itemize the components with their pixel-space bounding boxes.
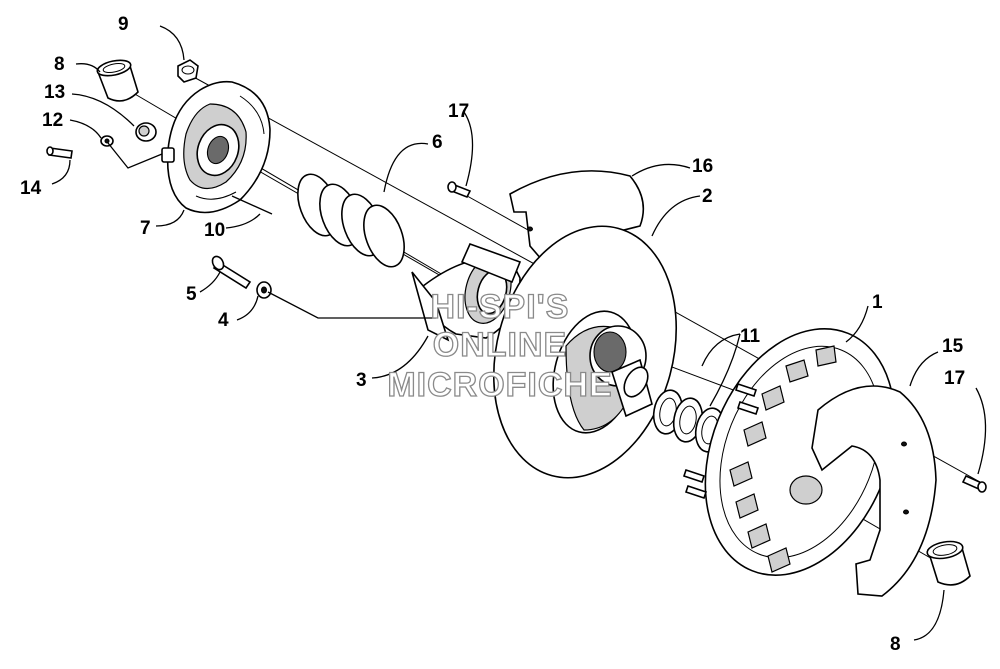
watermark-line-2: ONLINE xyxy=(433,326,567,364)
leader-lines xyxy=(51,25,987,641)
callout-7: 7 xyxy=(140,218,151,239)
watermark-line-3: MICROFICHE xyxy=(387,366,612,404)
callout-9: 9 xyxy=(118,14,129,35)
pin-part-14 xyxy=(46,146,73,159)
screw-part-17-bottom xyxy=(961,474,987,493)
callout-17-bottom: 17 xyxy=(944,368,965,389)
watermark: HI-SPI'S ONLINE MICROFICHE xyxy=(387,287,613,404)
bushing-part-8-bottom xyxy=(926,540,971,586)
callout-4: 4 xyxy=(218,310,229,331)
callout-labels: 9 8 13 12 14 7 10 17 6 16 2 5 4 3 11 1 1… xyxy=(20,14,965,655)
washer-part-12 xyxy=(100,135,114,147)
callout-1: 1 xyxy=(872,292,883,313)
screw-part-17-top xyxy=(447,181,472,199)
cam-part-3 xyxy=(411,242,522,342)
sheave-part-2 xyxy=(492,225,678,479)
callout-10: 10 xyxy=(204,220,225,241)
cover-part-15 xyxy=(811,385,937,597)
callout-17-top: 17 xyxy=(448,101,469,122)
callout-8-bottom: 8 xyxy=(890,634,901,655)
watermark-line-1: HI-SPI'S xyxy=(431,288,570,326)
bushing-part-8-top xyxy=(96,59,139,102)
callout-16: 16 xyxy=(692,156,713,177)
callout-8-top: 8 xyxy=(54,54,65,75)
spring-part-6 xyxy=(297,173,405,268)
callout-15: 15 xyxy=(942,336,964,357)
shims-part-11 xyxy=(652,389,726,453)
callout-5: 5 xyxy=(186,284,197,305)
callout-11: 11 xyxy=(740,326,761,347)
nut-part-9 xyxy=(177,59,199,83)
callout-3: 3 xyxy=(356,370,367,391)
callout-6: 6 xyxy=(432,132,443,153)
bolt-part-5 xyxy=(211,255,252,290)
spider-plate-part-7 xyxy=(161,80,273,215)
nut-part-4 xyxy=(256,281,272,299)
callout-12: 12 xyxy=(42,110,63,131)
callout-13: 13 xyxy=(44,82,65,103)
movable-sheave-part-1 xyxy=(682,328,896,576)
callout-14: 14 xyxy=(20,178,42,199)
roller-part-13 xyxy=(135,122,157,142)
callout-2: 2 xyxy=(702,186,713,207)
